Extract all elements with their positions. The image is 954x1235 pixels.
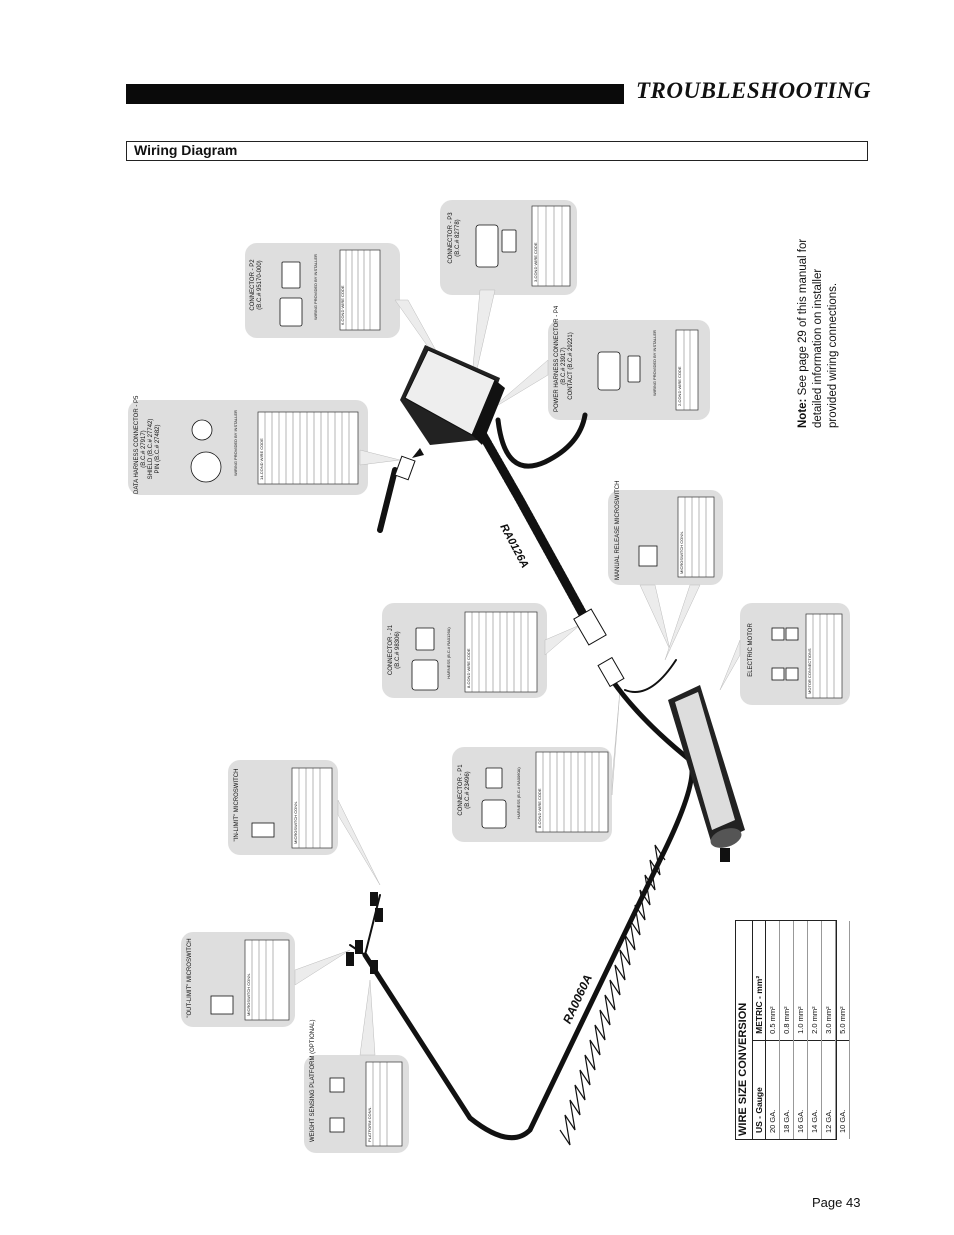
p4-contact: CONTACT (B.C.# 29221) bbox=[568, 332, 574, 400]
header-bar bbox=[126, 84, 624, 104]
manual-release-title: MANUAL RELEASE MICROSWITCH bbox=[615, 480, 621, 580]
j1-part: (B.C.# 98306) bbox=[395, 631, 401, 669]
p3-wire-table bbox=[531, 205, 571, 287]
table-row: 10 GA.5.0 mm² bbox=[835, 921, 850, 1139]
table-row: 16 GA.1.0 mm² bbox=[793, 921, 808, 1139]
table-row: 18 GA.0.8 mm² bbox=[779, 921, 794, 1139]
metric-cell: 0.5 mm² bbox=[765, 921, 780, 1041]
p3-table-title: 3-COND WIRE CODE bbox=[533, 242, 538, 282]
j1-wire-table bbox=[464, 611, 538, 693]
p5-title: DATA HARNESS CONNECTOR - P5 bbox=[134, 395, 140, 494]
installer-note: Note: See page 29 of this manual for det… bbox=[796, 228, 841, 428]
gauge-cell: 14 GA. bbox=[807, 1040, 822, 1139]
weight-table-title: PLATFORM CONN. bbox=[367, 1106, 372, 1142]
j1-harness: HARNESS (B.C.# RA0126A) bbox=[446, 627, 451, 679]
p3-part: (B.C.# 82778) bbox=[455, 219, 461, 257]
metric-cell: 5.0 mm² bbox=[835, 921, 850, 1041]
j1-table-title: 8-COND WIRE CODE bbox=[466, 648, 471, 688]
callout-p5-label: DATA HARNESS CONNECTOR - P5 (B.C.# 27917… bbox=[134, 395, 162, 494]
p2-part: (B.C.# 95170-000) bbox=[257, 260, 263, 310]
p1-plug bbox=[597, 656, 625, 688]
wire-size-conversion-table: WIRE SIZE CONVERSION US - Gauge METRIC -… bbox=[735, 920, 850, 1140]
p1-table-title: 8-COND WIRE CODE bbox=[537, 788, 542, 828]
us-gauge-header: US - Gauge bbox=[753, 1040, 766, 1139]
p2-title: CONNECTOR - P2 bbox=[250, 259, 256, 311]
table-row: 12 GA.3.0 mm² bbox=[821, 921, 836, 1139]
controller-box bbox=[400, 345, 505, 445]
table-row: 14 GA.2.0 mm² bbox=[807, 921, 822, 1139]
out-limit-title: "OUT-LIMIT" MICROSWITCH bbox=[187, 938, 193, 1018]
p4-wire-table bbox=[675, 329, 699, 411]
in-limit-table-title: MICROSWITCH CONN. bbox=[293, 800, 298, 844]
p5-sub: WIRING PROVIDED BY INSTALLER bbox=[233, 410, 238, 476]
p5-pin: PIN (B.C.# 27482) bbox=[155, 424, 161, 474]
section-header-box bbox=[126, 141, 868, 161]
p4-part: (B.C.# 23917) bbox=[561, 347, 567, 385]
table-row: 20 GA.0.5 mm² bbox=[765, 921, 780, 1139]
metric-cell: 2.0 mm² bbox=[807, 921, 822, 1041]
gauge-cell: 16 GA. bbox=[793, 1040, 808, 1139]
p5-wire-table bbox=[257, 411, 359, 485]
p2-wire-table bbox=[339, 249, 381, 331]
in-limit-table bbox=[291, 767, 333, 849]
power-cable bbox=[495, 412, 588, 469]
manual-release-table bbox=[677, 496, 715, 578]
gauge-cell: 18 GA. bbox=[779, 1040, 794, 1139]
p4-title: POWER HARNESS CONNECTOR - P4 bbox=[554, 305, 560, 412]
electric-motor bbox=[668, 685, 745, 862]
data-harness-cable bbox=[377, 467, 398, 533]
callout-j1-label: CONNECTOR - J1 (B.C.# 98306) bbox=[388, 610, 402, 690]
weight-title: WEIGHT SENSING PLATFORM (OPTIONAL) bbox=[310, 1019, 316, 1142]
callout-p2-label: CONNECTOR - P2 (B.C.# 95170-000) bbox=[250, 240, 264, 330]
p5-shield: SHIELD (B.C.# 27742) bbox=[148, 418, 154, 480]
page-number: Page 43 bbox=[812, 1195, 861, 1210]
j1-plug bbox=[573, 608, 607, 646]
metric-cell: 1.0 mm² bbox=[793, 921, 808, 1041]
j1-title: CONNECTOR - J1 bbox=[388, 624, 394, 676]
p4-sub: WIRING PROVIDED BY INSTALLER bbox=[652, 330, 657, 396]
motor-table-title: MOTOR CONNECTIONS bbox=[807, 648, 812, 694]
gauge-cell: 12 GA. bbox=[821, 1040, 836, 1139]
metric-cell: 0.8 mm² bbox=[779, 921, 794, 1041]
note-label: Note: bbox=[797, 398, 809, 428]
ra0060a-coil bbox=[559, 844, 666, 1146]
p2-sub: WIRING PROVIDED BY INSTALLER bbox=[313, 254, 318, 320]
callout-p3-label: CONNECTOR - P3 (B.C.# 82778) bbox=[448, 198, 462, 278]
ra0126a-cable bbox=[475, 425, 590, 623]
out-limit-table-title: MICROSWITCH CONN. bbox=[246, 972, 251, 1016]
metric-cell: 3.0 mm² bbox=[821, 921, 836, 1041]
callout-p1-label: CONNECTOR - P1 (B.C.# 23496) bbox=[458, 750, 472, 830]
p5-table-title: 14-COND WIRE CODE bbox=[259, 438, 264, 480]
metric-header: METRIC - mm² bbox=[753, 921, 766, 1041]
callout-p4-label: POWER HARNESS CONNECTOR - P4 (B.C.# 2391… bbox=[554, 305, 575, 412]
weight-table bbox=[365, 1061, 403, 1147]
p1-harness: HARNESS (B.C.# RA0060A) bbox=[516, 767, 521, 819]
p5-plug bbox=[394, 455, 416, 481]
out-limit-table bbox=[244, 939, 290, 1021]
in-limit-title: "IN-LIMIT" MICROSWITCH bbox=[234, 768, 240, 842]
motor-table bbox=[805, 613, 843, 699]
page-title: TROUBLESHOOTING bbox=[636, 78, 871, 103]
p1-wire-table bbox=[535, 751, 609, 833]
manual-release-table-title: MICROSWITCH CONN. bbox=[679, 530, 684, 574]
ra0060a-cable bbox=[362, 677, 695, 1141]
p1-title: CONNECTOR - P1 bbox=[458, 764, 464, 816]
p4-table-title: 2-COND WIRE CODE bbox=[677, 366, 682, 406]
section-title: Wiring Diagram bbox=[134, 142, 238, 158]
p1-part: (B.C.# 23496) bbox=[465, 771, 471, 809]
p2-table-title: 6-COND WIRE CODE bbox=[340, 285, 345, 325]
motor-title: ELECTRIC MOTOR bbox=[748, 623, 754, 677]
p3-title: CONNECTOR - P3 bbox=[448, 212, 454, 264]
gauge-cell: 10 GA. bbox=[835, 1040, 850, 1139]
gauge-cell: 20 GA. bbox=[765, 1040, 780, 1139]
wire-size-title: WIRE SIZE CONVERSION bbox=[736, 921, 753, 1139]
p5-part: (B.C.# 27917) bbox=[141, 430, 147, 468]
